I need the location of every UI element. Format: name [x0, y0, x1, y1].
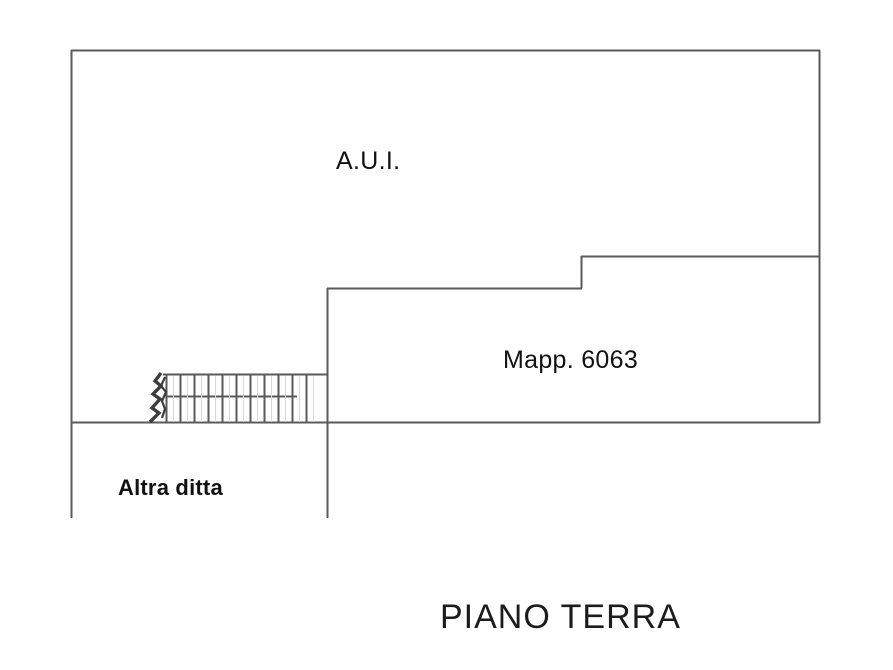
stair-guide-lines [173, 376, 314, 422]
neighbour-label-altra-ditta: Altra ditta [118, 475, 223, 500]
building-outline-group [70, 49, 821, 424]
staircase-group [148, 371, 328, 424]
plan-title: PIANO TERRA [440, 598, 681, 636]
room-label-aui: A.U.I. [336, 147, 401, 175]
neighbour-boundary-group [70, 423, 329, 518]
stair-break-line [148, 371, 164, 424]
stair-break-line-secondary [159, 376, 168, 419]
parcel-label-mapp: Mapp. 6063 [503, 346, 639, 374]
stair-treads [165, 375, 308, 423]
interior-step-wall-group [326, 255, 820, 423]
